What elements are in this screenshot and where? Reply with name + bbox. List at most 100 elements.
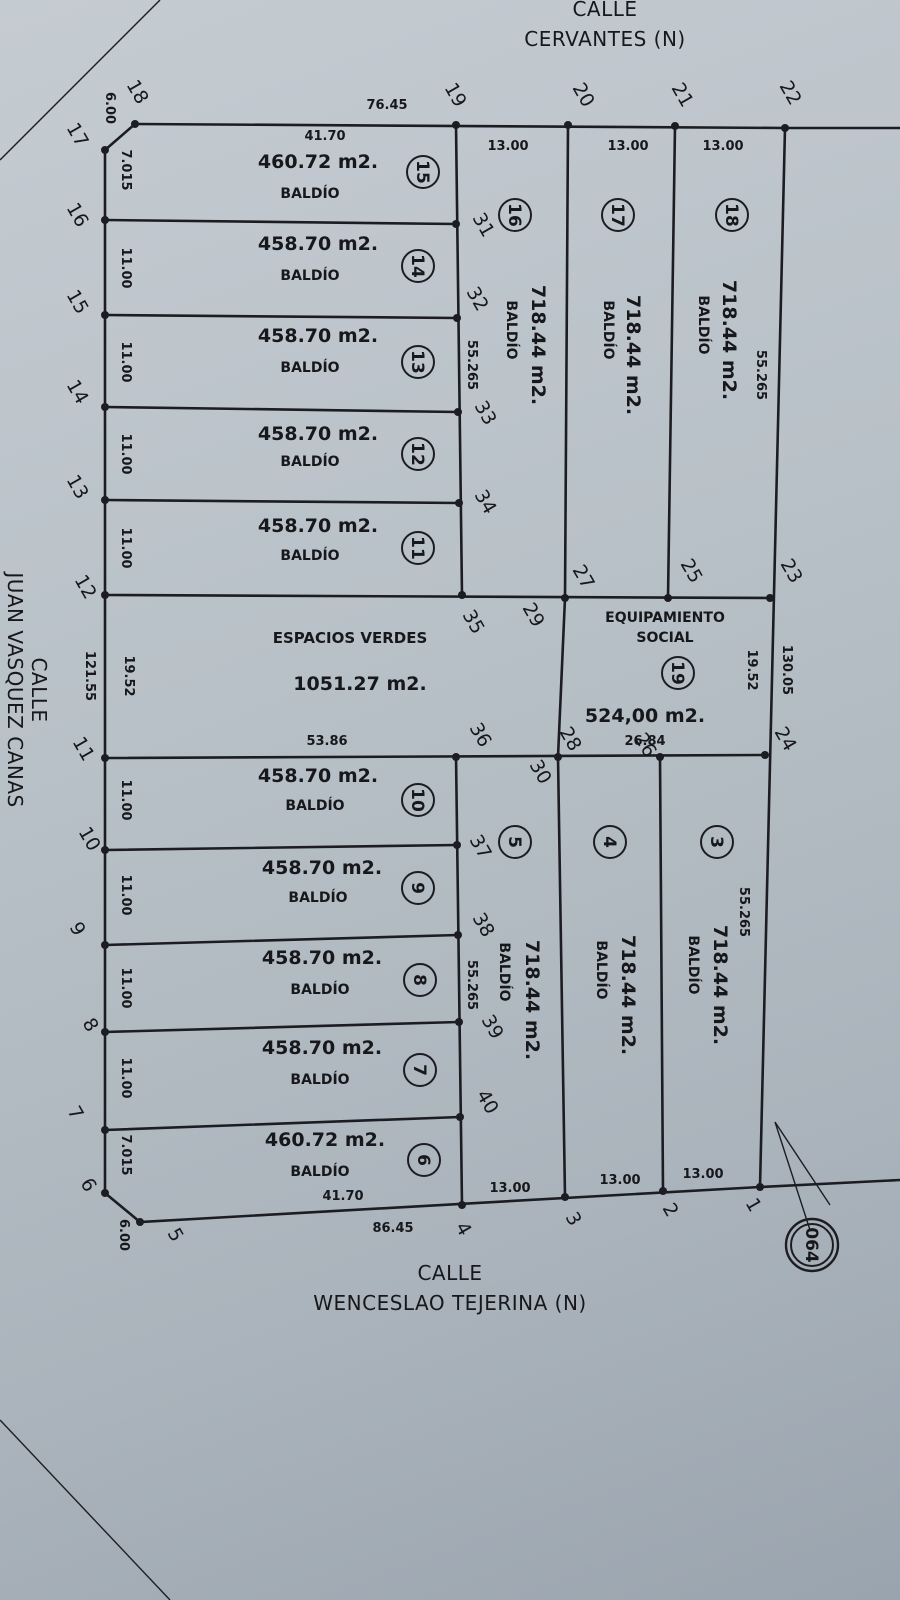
left-column-line-south [454,753,464,1207]
lot-number: 11 [407,536,427,560]
lot-number-circle [498,825,532,859]
lot-use: BALDÍO [290,1163,349,1180]
east-boundary [758,126,787,1189]
dim-width: 13.00 [702,139,743,154]
left-column-line-north [454,123,464,597]
lot-area: 458.70 m2. [262,947,382,969]
paper-edge-top [0,0,161,161]
dim-east-length: 130.05 [779,645,794,695]
sheet-badge-outer [784,1217,840,1273]
lot-area: 718.44 m2. [709,925,731,1045]
lot-number: 6 [413,1154,433,1166]
vertex-label: 12 [70,571,101,603]
sheet-number: 064 [801,1227,821,1263]
vertex-label: 38 [468,909,499,941]
lot-number: 15 [412,160,432,184]
vertex-label: 13 [62,471,93,503]
line-5-4 [556,755,567,1199]
dim-lot-depth: 55.265 [464,960,479,1010]
social-west-line [556,596,567,759]
south-street-line [758,1178,900,1189]
dim-width: 13.00 [682,1167,723,1182]
lot-use: BALDÍO [280,185,339,202]
paper-edge-bottom [0,1419,171,1600]
vertex-label: 8 [78,1014,103,1035]
lot-number: 17 [607,203,627,227]
vertex-label: 1 [741,1194,766,1215]
vertex-label: 27 [568,561,599,593]
dim-west-length: 121.55 [82,651,97,701]
social-label: EQUIPAMIENTO [605,610,725,626]
dim-width: 13.00 [607,139,648,154]
lot-number-circle [401,531,435,565]
lot-area: 458.70 m2. [262,1037,382,1059]
dimensions: 76.45 41.70 41.70 86.45 13.00 13.00 13.0… [82,92,794,1251]
lot-area: 458.70 m2. [262,857,382,879]
dim-lot-depth: 55.265 [464,340,479,390]
dim-lot15-length: 41.70 [304,129,345,144]
lot-number: 12 [407,442,427,466]
lot-area: 458.70 m2. [258,765,378,787]
lot-area: 458.70 m2. [258,423,378,445]
lot-number: 13 [407,350,427,374]
vertex-label: 33 [470,397,501,429]
divider-11-green [103,593,772,600]
dim-front: 11.00 [118,967,133,1008]
divider-14-13 [103,313,459,320]
south-street-name: WENCESLAO TEJERINA (N) [313,1291,586,1315]
lot-number: 8 [409,974,429,986]
vertex-label: 37 [465,831,496,863]
lot-number-circle [401,437,435,471]
vertex-label: 22 [775,77,806,109]
dim-top-length: 76.45 [366,98,407,113]
dim-corner-top: 6.00 [102,92,117,124]
vertex-label: 14 [62,376,93,408]
lot-number: 18 [721,203,741,227]
south-street-prefix: CALLE [417,1261,482,1285]
lot-use: BALDÍO [685,935,702,994]
sheet-leader [774,1121,831,1231]
dim-width: 13.00 [599,1173,640,1188]
lot-use: BALDÍO [280,267,339,284]
vertex-label: 7 [63,1102,88,1123]
vertex-label: 19 [440,79,471,111]
lot-number-circle [401,871,435,905]
line-16-17 [563,123,570,600]
vertex-label: 11 [68,733,99,765]
dim-green-front: 19.52 [121,655,136,696]
lot-area: 458.70 m2. [258,515,378,537]
lot-use: BALDÍO [288,889,347,906]
vertex-label: 31 [468,209,499,241]
divider-7-6 [103,1115,462,1132]
lot-area: 458.70 m2. [258,233,378,255]
lot-use: BALDÍO [290,1071,349,1088]
social-label-2: SOCIAL [636,630,693,646]
lot-use: BALDÍO [593,940,610,999]
west-street-name: JUAN VASQUEZ CANAS [3,570,27,807]
dim-front: 11.00 [118,1057,133,1098]
lot-number: 19 [667,661,687,685]
vertex-label: 23 [776,555,807,587]
lot-number: 4 [599,836,619,848]
dim-front: 11.00 [118,527,133,568]
dim-front: 11.00 [118,341,133,382]
dim-social-front: 19.52 [744,649,759,690]
lot-area: 460.72 m2. [258,151,378,173]
west-street-prefix: CALLE [27,657,51,722]
lot-area: 460.72 m2. [265,1129,385,1151]
dim-front: 11.00 [118,433,133,474]
lot-number: 10 [407,788,427,812]
lot-number: 7 [409,1064,429,1076]
divider-9-8 [103,933,460,947]
vertex-label: 6 [76,1174,101,1195]
lot-area: 718.44 m2. [617,935,639,1055]
lot-number: 3 [706,836,726,848]
dim-front: 11.00 [118,247,133,288]
north-street-prefix: CALLE [572,0,637,21]
lot-use: BALDÍO [285,797,344,814]
vertex-label: 29 [518,599,549,631]
vertex-label: 20 [568,79,599,111]
vertex-label: 36 [465,719,496,751]
